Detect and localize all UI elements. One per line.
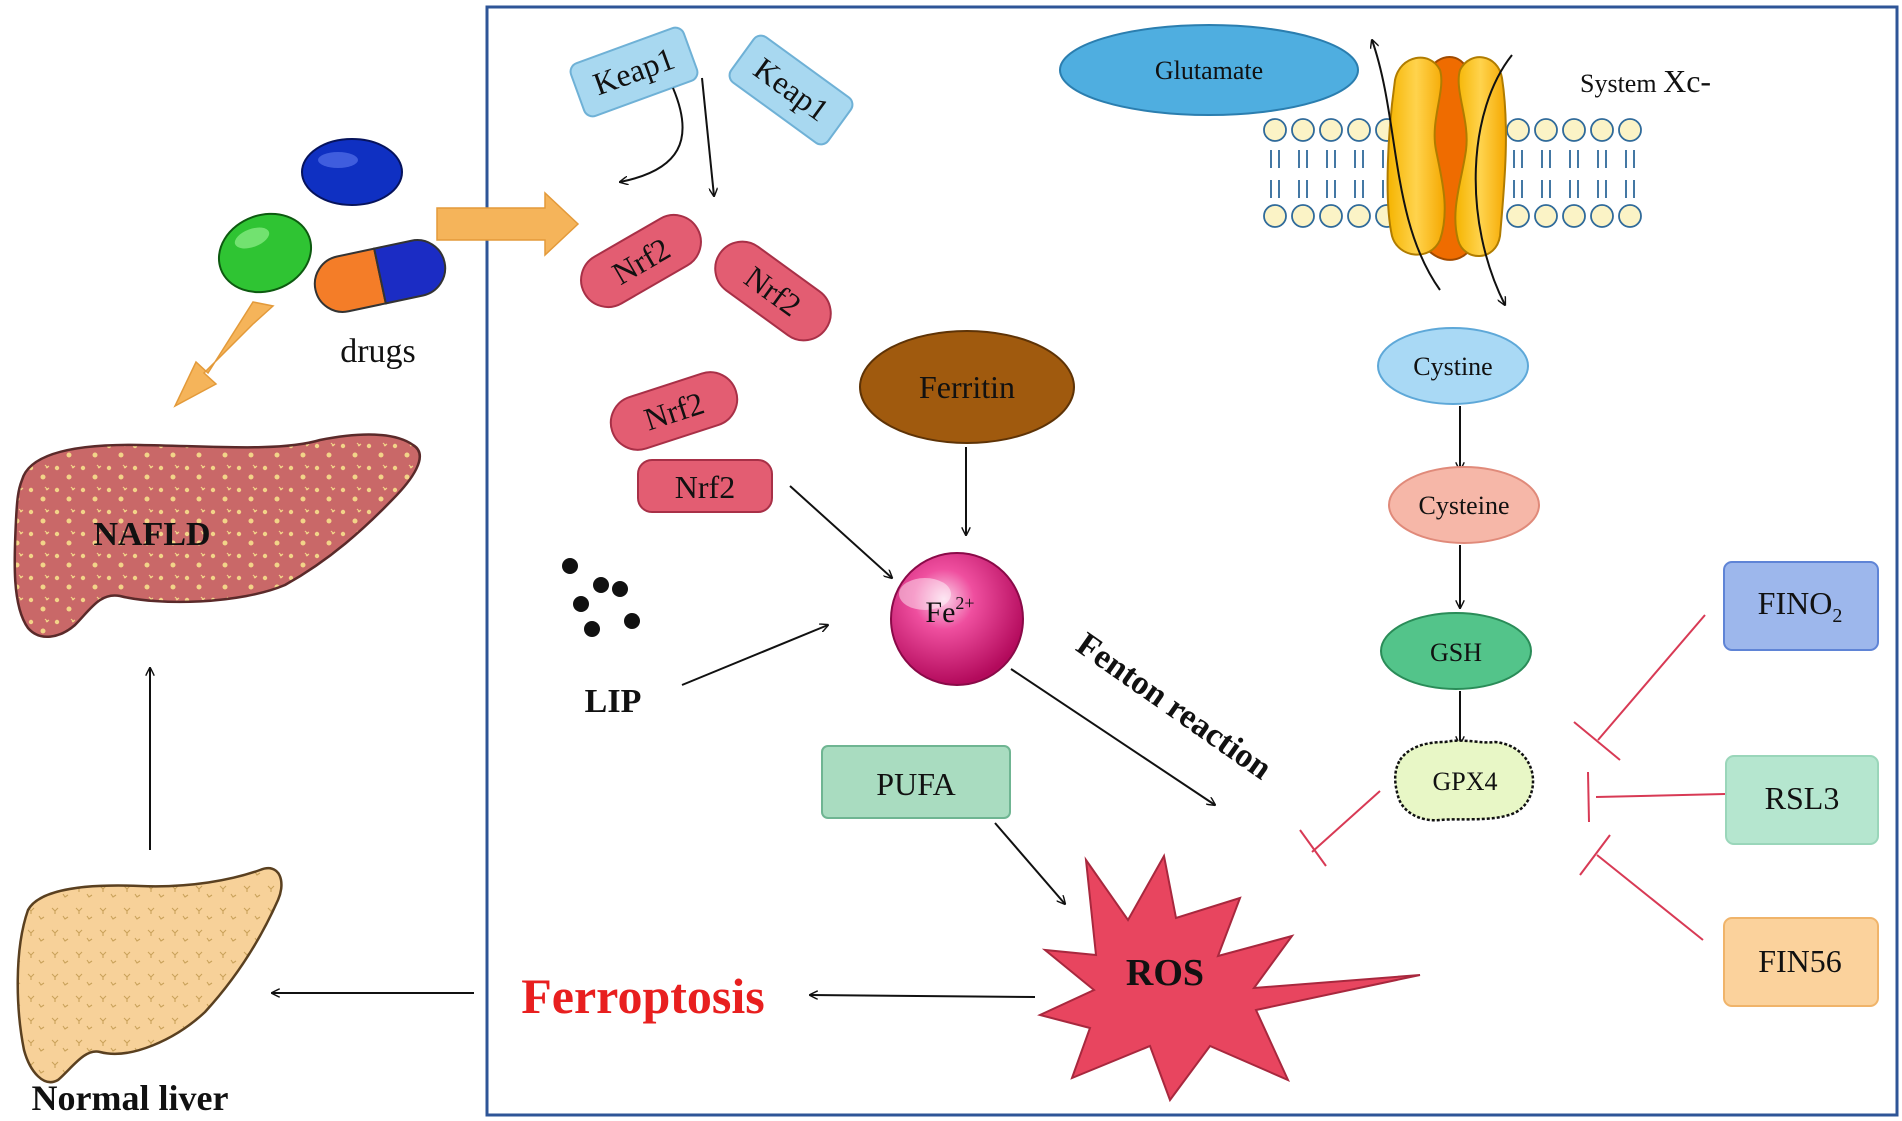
glutamate-node <box>1059 24 1359 116</box>
cysteine-label: Cysteine <box>1419 491 1510 520</box>
nrf2-box-4: Nrf2 <box>637 459 773 513</box>
lip-to-iron-arrow <box>681 625 828 686</box>
drugs-to-nafld-arrow <box>173 301 275 408</box>
cystine-import-arrow <box>1474 54 1513 305</box>
drugs-to-nrf2-arrow <box>436 191 580 257</box>
inhibition-lines <box>1299 614 1726 941</box>
gsh-node <box>1380 612 1532 690</box>
lip-label: LIP <box>585 683 642 720</box>
ros-label: ROS <box>1126 952 1204 994</box>
keap1-box-1: Keap1 <box>569 26 699 118</box>
system-xc-transporter-icon <box>1372 40 1513 305</box>
keap1-box-2: Keap1 <box>728 34 854 146</box>
fino2-label: FINO2 <box>1758 585 1843 627</box>
system-xc-label: System Xc- <box>1580 63 1711 99</box>
gpx4-label: GPX4 <box>1432 767 1497 796</box>
gsh-label: GSH <box>1430 638 1482 667</box>
pufa-to-ros-arrow <box>994 822 1065 904</box>
iron-to-ros-arrow <box>1010 668 1215 805</box>
keap1-to-nrf2-arrow <box>701 77 714 196</box>
cell-membrane <box>1263 118 1642 228</box>
ferroptosis-label: Ferroptosis <box>521 968 764 1024</box>
fin56-label: FIN56 <box>1758 943 1842 979</box>
nrf2-box-3: Nrf2 <box>609 371 739 451</box>
pufa-box <box>821 745 1011 819</box>
fenton-label: Fenton reaction <box>1070 626 1279 788</box>
drugs-label: drugs <box>340 333 416 370</box>
nrf2-box-2: Nrf2 <box>714 240 832 342</box>
pufa-label: PUFA <box>876 766 955 802</box>
nafld-label: NAFLD <box>93 516 210 553</box>
capsule-icon <box>313 239 447 313</box>
cystine-label: Cystine <box>1413 352 1492 381</box>
keap1-release-arrow <box>620 87 684 182</box>
nafld-liver-icon <box>13 433 421 638</box>
ferritin-node <box>859 330 1075 444</box>
drugs-group: drugs <box>217 138 447 370</box>
gpx4-node <box>1394 739 1535 822</box>
normal-liver-icon <box>16 867 283 1084</box>
cystine-node <box>1377 327 1529 405</box>
ros-to-ferroptosis-arrow <box>810 995 1036 997</box>
glutamate-export-arrow <box>1372 40 1441 291</box>
ros-starburst <box>1037 853 1421 1103</box>
fino2-box <box>1723 561 1879 651</box>
iron-label: Fe2+ <box>925 593 974 629</box>
glutamate-label: Glutamate <box>1155 56 1263 85</box>
normal-liver-label: Normal liver <box>32 1078 229 1118</box>
iron-ion-icon: Fe2+ <box>890 552 1024 686</box>
nrf2-box-1: Nrf2 <box>580 214 702 308</box>
rsl3-label: RSL3 <box>1765 780 1840 816</box>
green-pill-icon <box>217 212 313 294</box>
lip-dots-icon <box>562 558 640 637</box>
ferritin-label: Ferritin <box>919 369 1015 405</box>
blue-pill-icon <box>301 138 403 206</box>
nrf2-to-iron-arrow <box>789 485 892 578</box>
fin56-box <box>1723 917 1879 1007</box>
rsl3-box <box>1725 755 1879 845</box>
svg-text:Nrf2: Nrf2 <box>675 469 735 505</box>
cysteine-node <box>1388 466 1540 544</box>
pathway-frame <box>485 5 1899 1117</box>
